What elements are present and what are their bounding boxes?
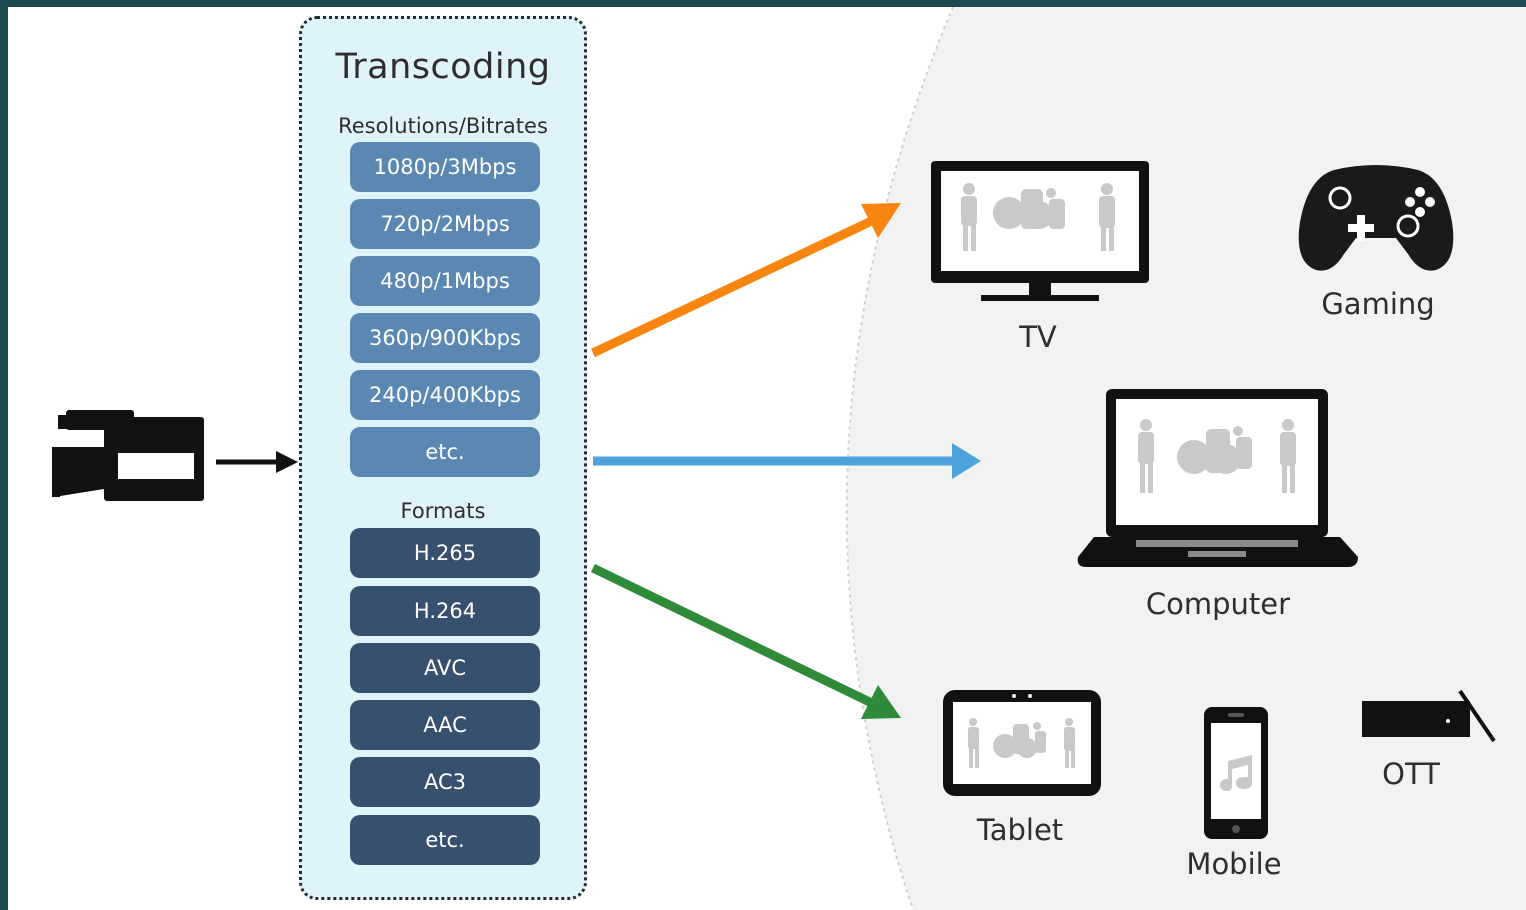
formats-heading: Formats [400,499,486,523]
format-chip-ac3: AC3 [350,757,540,807]
gaming-label: Gaming [1321,287,1435,321]
panel-title: Transcoding [335,47,551,87]
arrow-to-mobile-devices [591,563,901,719]
set-top-box-icon [1362,689,1496,743]
format-chip-aac: AAC [350,700,540,750]
format-chip-avc: AVC [350,643,540,693]
gamepad-icon [1298,165,1454,271]
resolution-chip-480p: 480p/1Mbps [350,256,540,306]
arrow-to-tv [591,203,901,358]
resolution-chip-1080p: 1080p/3Mbps [350,142,540,192]
input-arrow [216,451,298,473]
format-chip-etc: etc. [350,815,540,865]
video-camera-icon [52,410,204,501]
tablet-label: Tablet [976,813,1064,847]
diagram-canvas: Transcoding Resolutions/Bitrates 1080p/3… [8,7,1526,910]
resolution-chip-360p: 360p/900Kbps [350,313,540,363]
computer-label: Computer [1145,587,1291,621]
ott-label: OTT [1382,757,1440,791]
tv-label: TV [1019,320,1057,354]
tablet-icon [943,690,1101,796]
format-chip-h264: H.264 [350,586,540,636]
resolution-chip-240p: 240p/400Kbps [350,370,540,420]
resolutions-heading: Resolutions/Bitrates [338,114,548,138]
resolution-chip-720p: 720p/2Mbps [350,199,540,249]
output-arrows [591,203,981,719]
arrow-to-computer [593,443,981,479]
smartphone-icon [1204,707,1268,839]
mobile-label: Mobile [1186,847,1282,881]
tv-icon [931,161,1149,301]
resolution-chip-etc: etc. [350,427,540,477]
laptop-icon [1077,389,1358,567]
format-chip-h265: H.265 [350,528,540,578]
transcoding-panel: Transcoding Resolutions/Bitrates 1080p/3… [299,16,587,900]
